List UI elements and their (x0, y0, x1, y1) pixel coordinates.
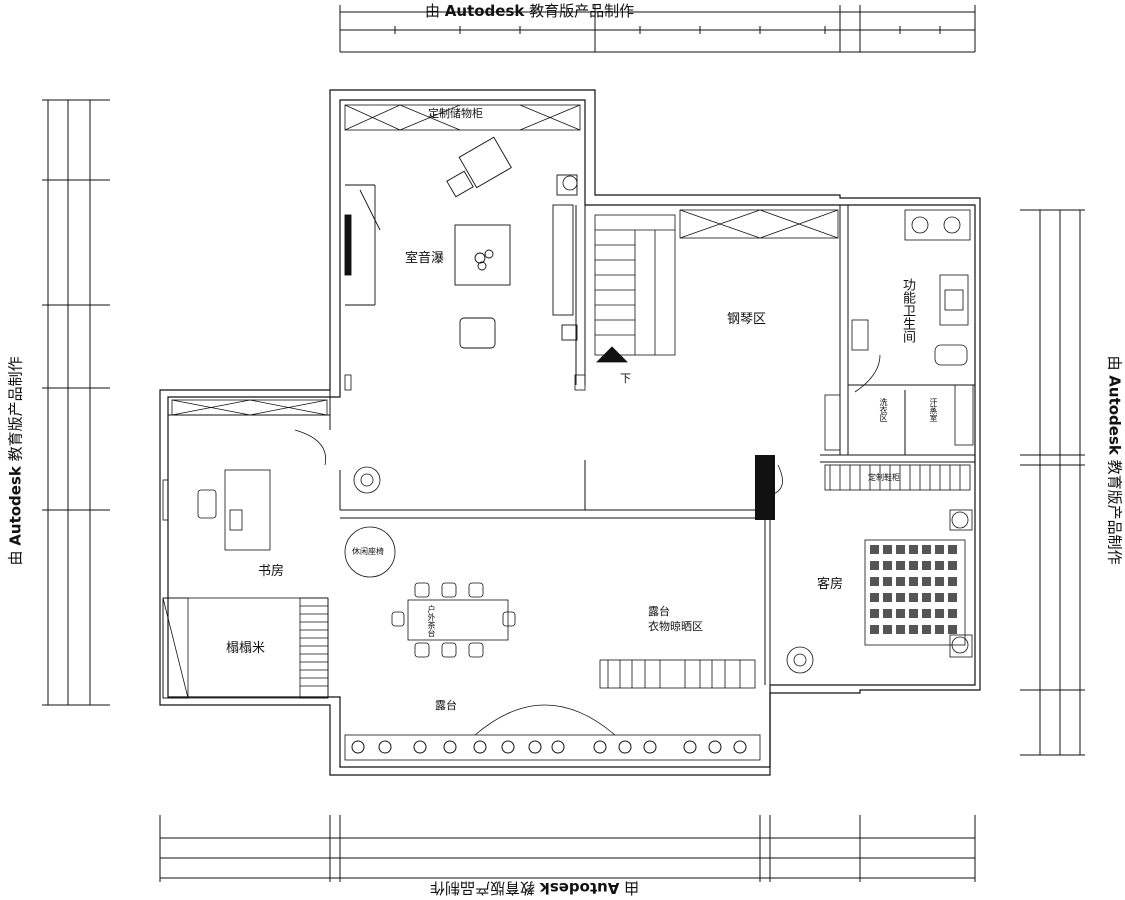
bed-pattern-cell (922, 609, 931, 618)
bed-pattern-cell (935, 561, 944, 570)
bed-pattern-cell (909, 609, 918, 618)
bed-pattern-cell (922, 625, 931, 634)
label-laundry: 洗衣区 (879, 398, 888, 422)
exterior-walls (159, 89, 981, 776)
bed-pattern-cell (870, 625, 879, 634)
bed-pattern-cell (870, 545, 879, 554)
planter (551, 740, 565, 754)
bed-pattern-cell (883, 609, 892, 618)
label-bathroom: 功能卫生间 (900, 278, 915, 343)
bed-pattern-cell (883, 593, 892, 602)
label-terrace-laundry-2: 衣物晾晒区 (648, 620, 703, 633)
bed-pattern-cell (883, 577, 892, 586)
label-steam-room: 汗蒸室 (929, 398, 938, 422)
label-storage-cabinet: 定制储物柜 (428, 107, 483, 120)
bed-pattern-cell (922, 577, 931, 586)
bed-pattern-cell (896, 625, 905, 634)
bed-pattern-cell (870, 609, 879, 618)
bed-pattern-cell (909, 561, 918, 570)
left-dimension-lines (42, 99, 110, 706)
label-leisure-seat: 休闲座椅 (352, 547, 384, 556)
shoe-cabinet-drawing (824, 464, 971, 491)
terrace-furniture (344, 526, 761, 761)
label-terrace-laundry-1: 露台 (648, 605, 670, 618)
label-tatami: 榻榻米 (226, 641, 266, 656)
planter (501, 740, 515, 754)
bed-pattern-cell (948, 561, 957, 570)
top-dimension-lines (339, 5, 976, 53)
bed-pattern-cell (896, 593, 905, 602)
bed-pattern-cell (935, 609, 944, 618)
planter (443, 740, 457, 754)
staircase (594, 214, 676, 363)
label-terrace: 露台 (435, 699, 457, 712)
watermark-top: 由 Autodesk 教育版产品制作 (425, 2, 635, 20)
tatami-drawing (162, 597, 329, 699)
bed-pattern (870, 545, 957, 634)
bed-pattern-cell (909, 625, 918, 634)
planter (643, 740, 657, 754)
bed-pattern-cell (935, 625, 944, 634)
planter (708, 740, 722, 754)
bed-pattern-cell (909, 577, 918, 586)
label-shoe-cabinet: 定制鞋柜 (868, 473, 900, 482)
label-study: 书房 (258, 564, 285, 579)
bed-pattern-cell (922, 545, 931, 554)
label-guest-room: 客房 (817, 577, 844, 592)
piano-cabinet-drawing (679, 209, 839, 239)
bed-pattern-cell (883, 545, 892, 554)
bed-pattern-cell (870, 577, 879, 586)
planter (351, 740, 365, 754)
bed-pattern-cell (883, 625, 892, 634)
bed-pattern-cell (948, 593, 957, 602)
bed-pattern-cell (896, 609, 905, 618)
bed-pattern-cell (948, 577, 957, 586)
bed-pattern-cell (896, 577, 905, 586)
bed-pattern-cell (870, 593, 879, 602)
audio-room-furniture (344, 136, 578, 349)
bed-pattern-cell (935, 545, 944, 554)
study-furniture (162, 399, 328, 551)
bed-pattern-cell (909, 545, 918, 554)
label-stair-down: 下 (620, 372, 631, 385)
bed-pattern-cell (935, 593, 944, 602)
bed-pattern-cell (935, 577, 944, 586)
label-audio-room: 室音瀑 (405, 251, 445, 266)
bed-pattern-cell (922, 593, 931, 602)
planter (593, 740, 607, 754)
planter (413, 740, 427, 754)
bottom-dimension-lines (159, 815, 976, 882)
planter (618, 740, 632, 754)
interior-walls (168, 205, 975, 685)
storage-cabinet-drawing (344, 104, 581, 131)
planter (378, 740, 392, 754)
bed-pattern-cell (896, 561, 905, 570)
planter (733, 740, 747, 754)
guest-bed (864, 509, 973, 658)
bed-pattern-cell (948, 545, 957, 554)
label-piano-area: 钢琴区 (727, 312, 767, 327)
planter (683, 740, 697, 754)
bed-pattern-cell (948, 625, 957, 634)
bed-pattern-cell (922, 561, 931, 570)
planter (528, 740, 542, 754)
terrace-planters (351, 740, 747, 754)
bathroom-fixtures (824, 209, 974, 451)
bed-pattern-cell (896, 545, 905, 554)
bed-pattern-cell (883, 561, 892, 570)
planter (473, 740, 487, 754)
bed-pattern-cell (909, 593, 918, 602)
right-dimension-lines (1020, 209, 1085, 756)
doors (294, 354, 881, 496)
bed-pattern-cell (948, 609, 957, 618)
entry-column (755, 455, 775, 520)
bed-pattern-cell (870, 561, 879, 570)
label-outdoor-tea: 户外茶台 (427, 605, 436, 637)
plants (353, 175, 814, 674)
